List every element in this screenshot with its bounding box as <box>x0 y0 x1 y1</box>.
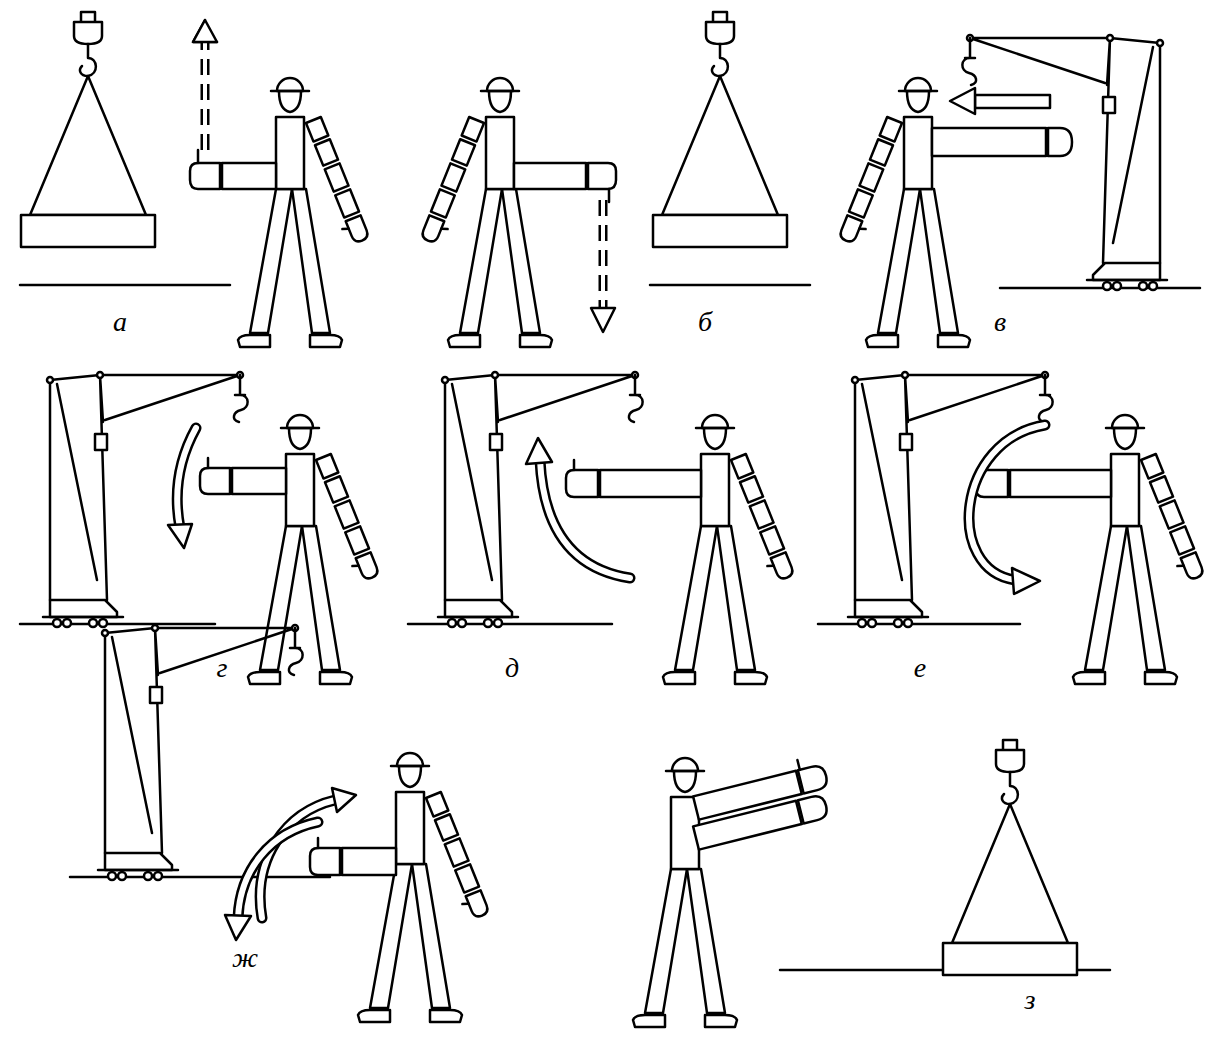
panel-letter: в <box>994 308 1006 336</box>
panel-letter: д <box>505 654 519 682</box>
panel-letter: б <box>698 308 712 336</box>
panel-letter: з <box>1025 986 1036 1014</box>
panel-letter: а <box>113 308 127 336</box>
panel-letter: е <box>914 654 926 682</box>
panel-letter: г <box>217 654 228 682</box>
panel-letter: ж <box>232 944 258 972</box>
